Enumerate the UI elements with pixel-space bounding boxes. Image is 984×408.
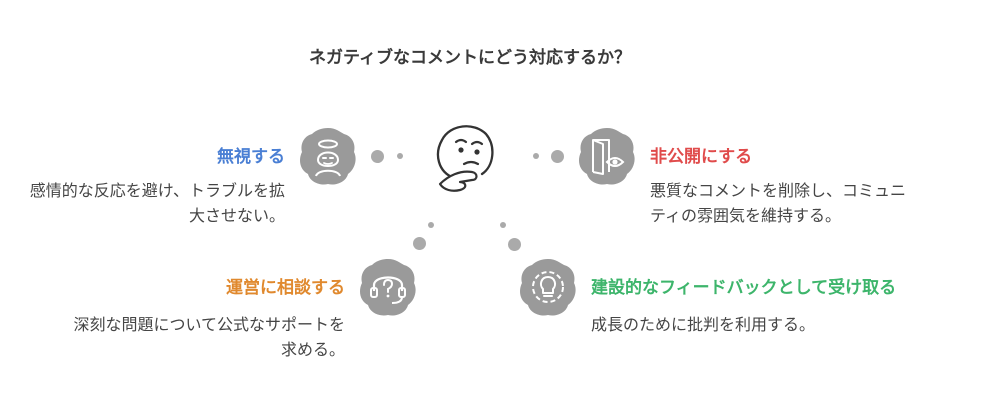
gear-bulb-icon <box>516 255 580 319</box>
feedback-description: 成長のために批判を利用する。 <box>591 315 816 334</box>
ignore-heading: 無視する <box>217 147 285 167</box>
connector-dot <box>397 153 403 159</box>
connector-dot <box>428 222 434 228</box>
headset-question-icon <box>356 255 420 319</box>
consult-heading: 運営に相談する <box>226 278 345 298</box>
connector-dot <box>551 150 564 163</box>
connector-dot <box>500 222 506 228</box>
connector-dot <box>413 237 426 250</box>
feedback-heading: 建設的なフィードバックとして受け取る <box>591 278 897 298</box>
hide-description: 悪質なコメントを削除し、コミュニティの雰囲気を維持する。 <box>650 181 907 225</box>
consult-description: 深刻な問題について公式なサポートを求める。 <box>73 315 345 359</box>
angel-face-icon <box>296 124 360 188</box>
connector-dot <box>371 150 384 163</box>
diagram-title: ネガティブなコメントにどう対応するか？ <box>309 48 631 68</box>
hide-heading: 非公開にする <box>650 147 753 167</box>
connector-dot <box>533 153 539 159</box>
connector-dot <box>508 238 521 251</box>
ignore-description: 感情的な反応を避け、トラブルを拡大させない。 <box>29 181 285 225</box>
door-eye-icon <box>575 124 639 188</box>
thinking-face-icon <box>430 120 500 195</box>
